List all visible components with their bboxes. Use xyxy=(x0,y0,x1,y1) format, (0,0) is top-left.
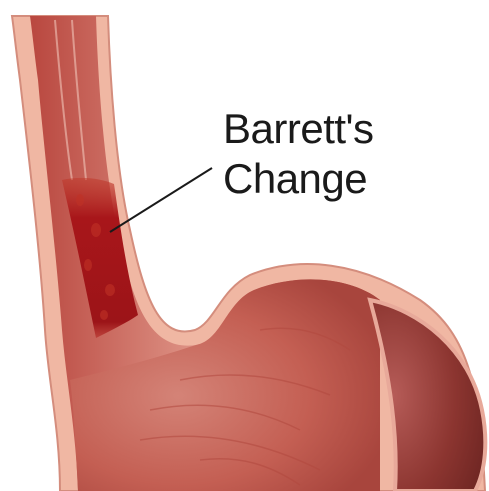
annotation-line-2: Change xyxy=(223,154,374,204)
annotation-label: Barrett's Change xyxy=(223,104,374,204)
leader-line xyxy=(110,168,212,232)
annotation-line-1: Barrett's xyxy=(223,104,374,154)
